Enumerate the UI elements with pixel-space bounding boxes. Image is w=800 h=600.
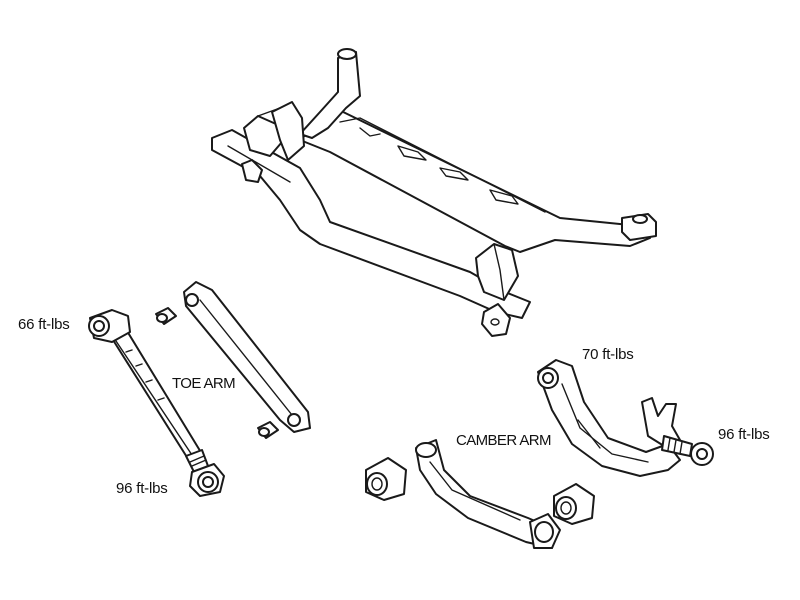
toe-arm [155, 281, 311, 439]
lateral-link-adjustable [88, 309, 225, 497]
camber-arm-label: CAMBER ARM [456, 432, 551, 449]
torque-label-70: 70 ft-lbs [582, 346, 634, 363]
torque-label-96-right: 96 ft-lbs [718, 426, 770, 443]
adjustable-camber-arm [537, 359, 714, 477]
camber-arm [365, 439, 595, 549]
rear-subframe [211, 48, 657, 337]
torque-label-96-left: 96 ft-lbs [116, 480, 168, 497]
toe-arm-label: TOE ARM [172, 375, 236, 392]
torque-label-66: 66 ft-lbs [18, 316, 70, 333]
